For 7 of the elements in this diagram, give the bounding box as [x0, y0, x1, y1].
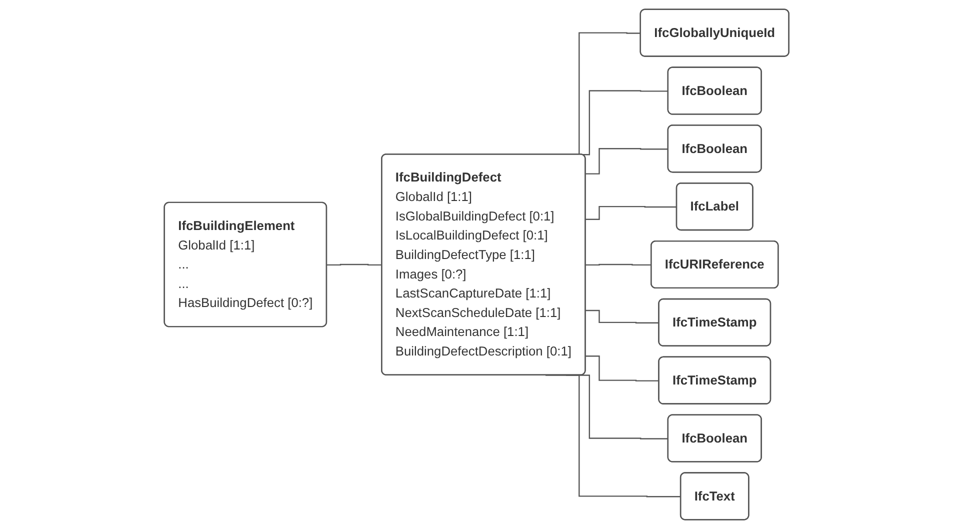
connector: [586, 356, 660, 382]
connector: [586, 148, 669, 174]
connector: [586, 264, 652, 266]
diagram: IfcBuildingElement GlobalId [1:1] ... ... HasBuildingDefect [0:?] IfcBuildingDefect GlobalId [1:1] IsGlobalBuildingDefect [0:1] IsLocalBuildingDefect [0:1] BuildingDefectType [1:1] Images [0:?] LastScanCaptureDate [1:1] NextScanScheduleDate [1:1] NeedMaintenance [1:1] BuildingDefectDescription [0:1] IfcGloballyUniqueId IfcBoolean IfcBoolean IfcLabel IfcURIReference IfcTimeStamp IfcTimeStamp IfcBoolean IfcText: [157, 2, 797, 527]
connector: [586, 206, 678, 220]
connector: [327, 264, 382, 266]
connector: [586, 310, 660, 324]
